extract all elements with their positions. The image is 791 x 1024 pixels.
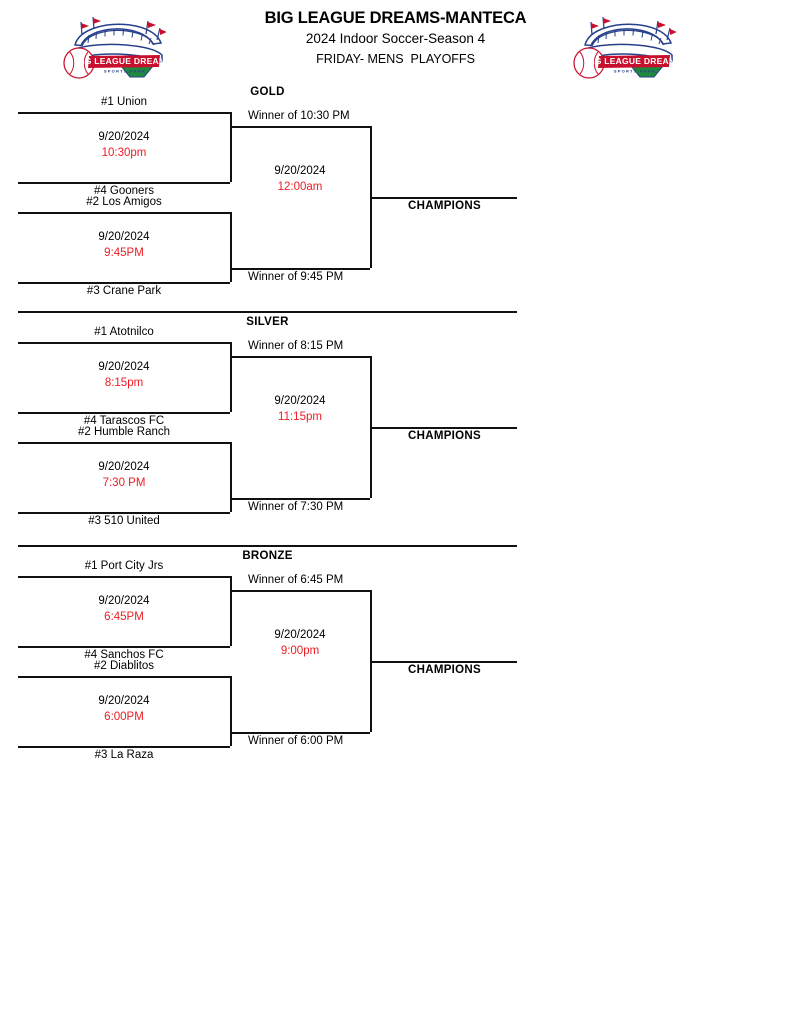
team-name: #2 Humble Ranch: [77, 426, 171, 438]
bracket-line: [18, 576, 230, 578]
bracket-line: [18, 282, 230, 284]
team-name: #1 Union: [100, 96, 148, 108]
page-title: BIG LEAGUE DREAMS-MANTECA: [264, 9, 527, 27]
bracket-line: [18, 212, 230, 214]
match-date: 9/20/2024: [274, 165, 326, 177]
bracket-connector: [230, 676, 232, 746]
match-time: 12:00am: [277, 180, 323, 193]
match-info: 9/20/2024 10:30pm: [18, 130, 230, 161]
winner-label: Winner of 7:30 PM: [248, 501, 344, 513]
team-name: #2 Los Amigos: [86, 196, 162, 208]
match-date: 9/20/2024: [274, 629, 326, 641]
match-info: 9/20/2024 6:00PM: [18, 694, 230, 725]
match-info: 9/20/2024 9:00pm: [230, 628, 370, 659]
winner-label: Winner of 6:00 PM: [248, 735, 344, 747]
match-date: 9/20/2024: [98, 595, 150, 607]
bracket-line: [230, 498, 370, 500]
team-name: #1 Port City Jrs: [84, 560, 164, 572]
match-time: 11:15pm: [278, 410, 322, 423]
bracket-line: [18, 442, 230, 444]
match-info: 9/20/2024 6:45PM: [18, 594, 230, 625]
section-heading-silver: SILVER: [246, 316, 289, 328]
match-info: 9/20/2024 11:15pm: [230, 394, 370, 425]
bracket-connector: [230, 112, 232, 182]
champions-label: CHAMPIONS: [408, 200, 481, 212]
team-name: #4 Gooners: [93, 185, 155, 197]
match-time: 9:00pm: [280, 644, 320, 657]
winner-label: Winner of 9:45 PM: [248, 271, 344, 283]
bracket-line: [230, 268, 370, 270]
match-time: 6:45PM: [104, 610, 144, 623]
champion-line: [370, 661, 517, 663]
match-time: 8:15pm: [104, 376, 144, 389]
bracket-line: [18, 746, 230, 748]
svg-text:SPORTS PARK: SPORTS PARK: [104, 69, 146, 74]
match-info: 9/20/2024 9:45PM: [18, 230, 230, 261]
big-league-dreams-logo: BIG LEAGUE DREAMS SPORTS PARK: [46, 14, 166, 80]
winner-label: Winner of 8:15 PM: [248, 340, 344, 352]
bracket-connector: [230, 442, 232, 512]
match-info: 9/20/2024 7:30 PM: [18, 460, 230, 491]
team-name: #1 Atotnilco: [94, 326, 154, 338]
match-time: 6:00PM: [104, 710, 144, 723]
bracket-line: [18, 676, 230, 678]
match-date: 9/20/2024: [98, 231, 150, 243]
section-heading-bronze: BRONZE: [242, 550, 293, 562]
champions-label: CHAMPIONS: [408, 664, 481, 676]
bracket-line: [18, 182, 230, 184]
team-name: #2 Diablitos: [93, 660, 155, 672]
team-name: #3 Crane Park: [86, 285, 162, 297]
bracket-line: [18, 412, 230, 414]
bracket-line: [230, 732, 370, 734]
bracket-section-gold: GOLD #1 Union 9/20/2024 10:30pm #4 Gooners#2…: [0, 86, 791, 301]
bracket-line: [18, 342, 230, 344]
svg-text:BIG LEAGUE DREAMS: BIG LEAGUE DREAMS: [586, 56, 676, 66]
bracket-line: [18, 512, 230, 514]
team-name: #4 Sanchos FC: [84, 649, 164, 661]
champion-line: [370, 427, 517, 429]
bracket-section-bronze: BRONZE #1 Port City Jrs 9/20/2024 6:45PM #4 …: [0, 540, 791, 761]
bracket-line: [230, 590, 370, 592]
team-name: #3 La Raza: [94, 749, 154, 761]
match-time: 10:30pm: [101, 146, 147, 159]
match-date: 9/20/2024: [98, 461, 150, 473]
bracket-line: [18, 112, 230, 114]
section-divider: [18, 311, 517, 313]
match-date: 9/20/2024: [274, 395, 326, 407]
section-divider: [18, 545, 517, 547]
svg-text:BIG LEAGUE DREAMS: BIG LEAGUE DREAMS: [76, 56, 166, 66]
bracket-line: [230, 356, 370, 358]
winner-label: Winner of 6:45 PM: [248, 574, 344, 586]
match-info: 9/20/2024 12:00am: [230, 164, 370, 195]
title-block: BIG LEAGUE DREAMS-MANTECA 2024 Indoor So…: [0, 8, 791, 69]
bracket-connector: [230, 342, 232, 412]
bracket-connector: [230, 576, 232, 646]
match-date: 9/20/2024: [98, 695, 150, 707]
match-date: 9/20/2024: [98, 361, 150, 373]
section-heading-gold: GOLD: [250, 86, 285, 98]
division-subtitle: FRIDAY- MENS PLAYOFFS: [316, 52, 475, 66]
champion-line: [370, 197, 517, 199]
svg-text:SPORTS PARK: SPORTS PARK: [614, 69, 656, 74]
match-time: 7:30 PM: [102, 476, 146, 489]
team-name: #3 510 United: [88, 515, 160, 527]
page-header: BIG LEAGUE DREAMS SPORTS PARK BIG LEAGUE…: [0, 0, 791, 86]
bracket-line: [18, 646, 230, 648]
team-name: #4 Tarascos FC: [83, 415, 165, 427]
bracket-line: [230, 126, 370, 128]
winner-label: Winner of 10:30 PM: [248, 110, 350, 122]
big-league-dreams-logo: BIG LEAGUE DREAMS SPORTS PARK: [556, 14, 676, 80]
champions-label: CHAMPIONS: [408, 430, 481, 442]
season-subtitle: 2024 Indoor Soccer-Season 4: [305, 31, 486, 46]
match-date: 9/20/2024: [98, 131, 150, 143]
match-time: 9:45PM: [104, 246, 144, 259]
bracket-section-silver: SILVER #1 Atotnilco 9/20/2024 8:15pm #4 Tara…: [0, 306, 791, 527]
bracket-connector: [230, 212, 232, 282]
match-info: 9/20/2024 8:15pm: [18, 360, 230, 391]
